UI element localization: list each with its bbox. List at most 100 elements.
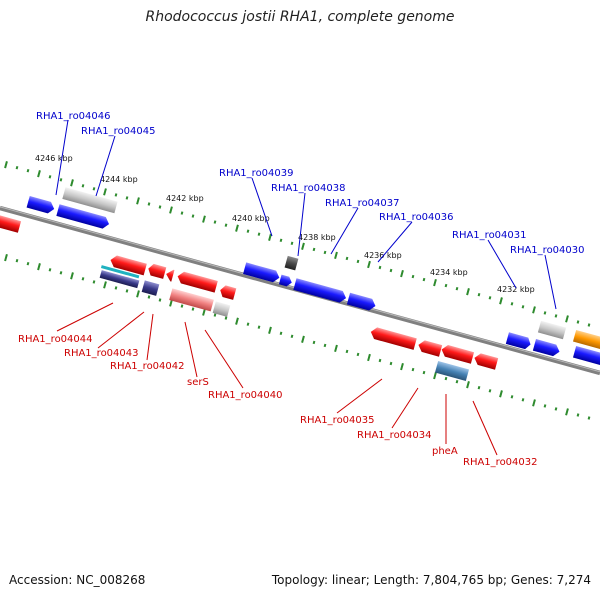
tick-mark bbox=[70, 272, 74, 280]
tick-mark bbox=[411, 367, 415, 372]
tick-mark bbox=[59, 178, 63, 182]
tick-track-lower bbox=[4, 253, 591, 420]
tick-mark bbox=[48, 268, 52, 272]
gene-ro04031[interactable] bbox=[505, 332, 532, 350]
gene-ro04030-grey[interactable] bbox=[537, 320, 567, 340]
gene-label[interactable]: RHA1_ro04042 bbox=[110, 361, 185, 372]
gene-label[interactable]: RHA1_ro04044 bbox=[18, 334, 93, 345]
tick-mark bbox=[125, 289, 129, 293]
scale-label: 4238 kbp bbox=[298, 233, 336, 242]
scale-label: 4242 kbp bbox=[166, 194, 204, 203]
tick-mark bbox=[389, 361, 393, 366]
gene-label[interactable]: RHA1_ro04038 bbox=[271, 183, 346, 194]
tick-mark bbox=[554, 314, 558, 318]
tick-mark bbox=[224, 223, 228, 227]
gene-ro04038-small[interactable] bbox=[278, 274, 293, 288]
gene-serS[interactable] bbox=[176, 270, 218, 293]
tick-mark bbox=[147, 295, 151, 299]
tick-mark bbox=[246, 322, 250, 326]
tick-mark bbox=[301, 242, 305, 250]
tick-mark bbox=[543, 311, 547, 315]
tick-mark bbox=[411, 274, 415, 279]
gene-edge-red[interactable] bbox=[0, 213, 22, 233]
gene-label[interactable]: RHA1_ro04040 bbox=[208, 390, 283, 401]
gene-ro04045[interactable] bbox=[56, 204, 110, 230]
scale-label: 4244 kbp bbox=[100, 175, 138, 184]
gene-ro04035[interactable] bbox=[369, 326, 417, 350]
scale-label: 4246 kbp bbox=[35, 154, 73, 163]
reverse-genes bbox=[0, 213, 499, 382]
topology-text: Topology: linear; Length: 7,804,765 bp; … bbox=[271, 573, 591, 587]
gene-label[interactable]: RHA1_ro04034 bbox=[357, 430, 432, 441]
tick-mark bbox=[532, 306, 536, 314]
map-title: Rhodococcus jostii RHA1, complete genome bbox=[145, 9, 455, 25]
tick-mark bbox=[466, 381, 470, 389]
gene-ro04044[interactable] bbox=[109, 254, 147, 276]
gene-label[interactable]: pheA bbox=[432, 446, 458, 457]
tick-mark bbox=[400, 362, 404, 371]
gene-ro04042-small[interactable] bbox=[165, 268, 175, 282]
gene-label[interactable]: RHA1_ro04031 bbox=[452, 230, 527, 241]
gene-label[interactable]: RHA1_ro04036 bbox=[379, 212, 454, 223]
gene-label[interactable]: RHA1_ro04045 bbox=[81, 126, 156, 137]
tick-mark bbox=[356, 259, 360, 264]
gene-label[interactable]: RHA1_ro04030 bbox=[510, 245, 585, 256]
tick-mark bbox=[455, 379, 459, 384]
tick-mark bbox=[169, 206, 173, 214]
tick-mark bbox=[169, 299, 173, 307]
gene-ro04040[interactable] bbox=[219, 284, 237, 300]
tick-mark bbox=[532, 399, 536, 407]
gene-ro04032[interactable] bbox=[473, 352, 499, 370]
gene-ro04044-stripe2[interactable] bbox=[99, 270, 140, 289]
gene-label[interactable]: RHA1_ro04039 bbox=[219, 168, 294, 179]
scale-label: 4234 kbp bbox=[430, 268, 468, 277]
tick-mark bbox=[4, 253, 8, 262]
gene-pheA-steel[interactable] bbox=[434, 360, 470, 382]
tick-mark bbox=[268, 233, 272, 241]
tick-mark bbox=[477, 385, 481, 390]
tick-mark bbox=[587, 416, 591, 420]
gene-edge-blue[interactable] bbox=[572, 345, 600, 368]
gene-label[interactable]: serS bbox=[187, 377, 209, 388]
tick-mark bbox=[290, 334, 294, 339]
gene-ro04034[interactable] bbox=[417, 339, 443, 357]
gene-ro04037[interactable] bbox=[293, 278, 347, 304]
tick-mark bbox=[158, 298, 162, 302]
tick-mark bbox=[565, 315, 569, 323]
tick-mark bbox=[345, 349, 349, 354]
gene-ro04044-stripe[interactable] bbox=[100, 265, 140, 279]
gene-ro04039[interactable] bbox=[243, 262, 281, 283]
tick-mark bbox=[367, 353, 371, 362]
gene-label[interactable]: RHA1_ro04046 bbox=[36, 111, 111, 122]
tick-mark bbox=[466, 288, 470, 296]
gene-label[interactable]: RHA1_ro04032 bbox=[463, 457, 538, 468]
gene-label[interactable]: RHA1_ro04035 bbox=[300, 415, 375, 426]
gene-ro04045-grey[interactable] bbox=[62, 187, 118, 214]
gene-ro04040-grey[interactable] bbox=[212, 301, 231, 317]
gene-ro04038[interactable] bbox=[284, 255, 299, 271]
gene-ro04042[interactable] bbox=[147, 263, 167, 279]
reverse-gene-labels: RHA1_ro04044 RHA1_ro04043 RHA1_ro04042 s… bbox=[18, 334, 538, 468]
tick-mark bbox=[312, 247, 316, 252]
scale-label: 4236 kbp bbox=[364, 251, 402, 260]
tick-mark bbox=[422, 277, 426, 282]
tick-mark bbox=[26, 261, 30, 266]
gene-orange[interactable] bbox=[572, 329, 600, 352]
gene-ro04046[interactable] bbox=[26, 195, 56, 215]
tick-mark bbox=[158, 205, 162, 209]
gene-ro04036[interactable] bbox=[346, 292, 377, 312]
tick-track-upper bbox=[4, 161, 591, 327]
gene-serS-pink[interactable] bbox=[169, 288, 214, 312]
tick-mark bbox=[213, 220, 217, 224]
gene-ro04043[interactable] bbox=[141, 280, 160, 296]
scale-label: 4232 kbp bbox=[497, 285, 535, 294]
forward-leaders bbox=[55, 119, 557, 310]
tick-mark bbox=[224, 316, 228, 320]
gene-label[interactable]: RHA1_ro04043 bbox=[64, 348, 139, 359]
tick-mark bbox=[70, 179, 74, 187]
tick-mark bbox=[455, 286, 459, 291]
gene-pheA[interactable] bbox=[440, 344, 475, 364]
gene-ro04030[interactable] bbox=[532, 339, 561, 357]
gene-label[interactable]: RHA1_ro04037 bbox=[325, 198, 400, 209]
tick-mark bbox=[565, 408, 569, 416]
